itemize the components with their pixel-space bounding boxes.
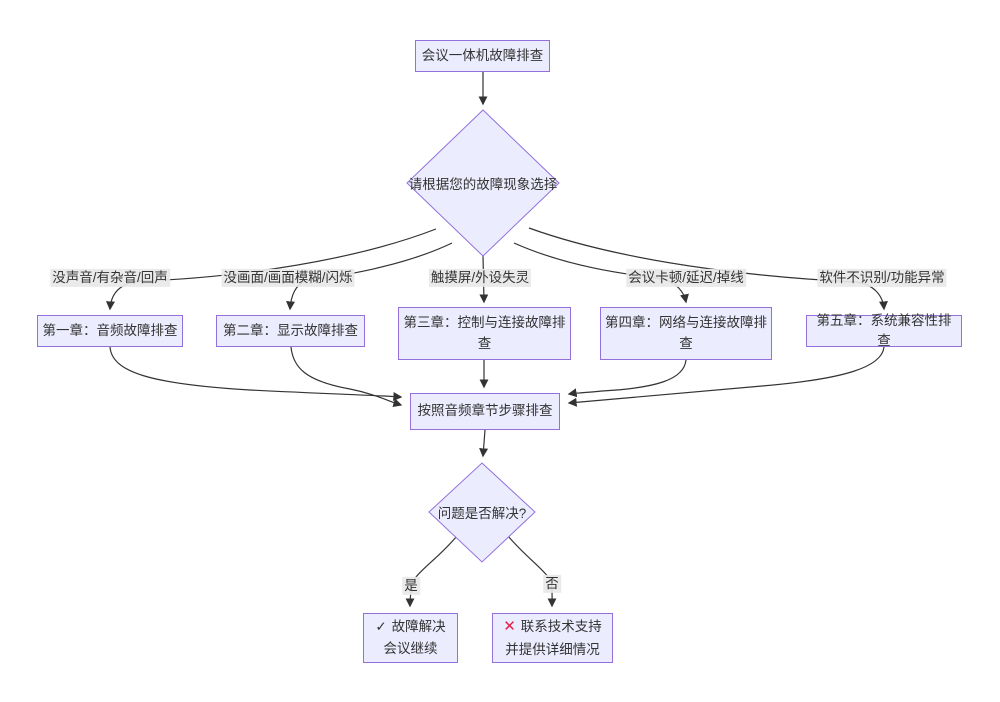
node-chapter4-label: 第四章：网络与连接故障排查 [605,315,767,351]
edge-decision2-to-no [507,535,557,608]
node-converge: 按照音频章节步骤排查 [410,393,560,430]
node-resolved: ✓ 故障解决 会议继续 [363,613,458,663]
edge-chapter4-to-converge [567,359,687,398]
edge-label-branch5: 软件不识别/功能异常 [817,268,947,288]
node-chapter5-label: 第五章：系统兼容性排查 [816,312,952,348]
edge-decision2-to-yes [405,535,458,608]
node-decision2-label: 问题是否解决? [437,506,527,521]
node-start: 会议一体机故障排查 [415,40,550,72]
edge-label-branch3: 触摸屏/外设失灵 [428,268,532,288]
decision2-diamond [428,462,536,563]
node-contact-text2: 并提供详细情况 [505,642,600,658]
node-chapter3: 第三章：控制与连接故障排查 [398,307,571,360]
edge-label-branch4: 会议卡顿/延迟/掉线 [626,268,746,288]
node-chapter1: 第一章：音频故障排查 [37,315,183,347]
check-icon: ✓ [375,619,387,635]
edge-label-branch2: 没画面/画面模糊/闪烁 [221,268,355,288]
edge-label-no: 否 [543,574,561,594]
node-contact-support: ✕ 联系技术支持 并提供详细情况 [492,613,613,663]
node-resolved-text1: 故障解决 [391,619,446,635]
edge-decision1-to-chapter1 [105,228,437,311]
node-chapter4: 第四章：网络与连接故障排查 [600,307,772,360]
node-decision1-label: 请根据您的故障现象选择 [408,177,558,192]
node-chapter1-label: 第一章：音频故障排查 [42,322,178,338]
node-chapter5: 第五章：系统兼容性排查 [806,313,962,348]
edge-label-yes: 是 [402,576,420,596]
cross-icon: ✕ [503,618,516,636]
node-contact-line1: ✕ 联系技术支持 [503,615,602,639]
node-chapter2-label: 第二章：显示故障排查 [223,322,358,338]
node-resolved-text2: 会议继续 [383,641,438,656]
node-converge-label: 按照音频章节步骤排查 [417,403,553,419]
edge-decision1-to-chapter5 [528,227,888,311]
edge-chapter1-to-converge [109,346,403,401]
edge-chapter2-to-converge [290,346,403,408]
node-start-label: 会议一体机故障排查 [421,47,544,63]
node-resolved-line1: ✓ 故障解决 [375,616,445,638]
node-chapter2: 第二章：显示故障排查 [216,315,365,347]
edge-converge-to-decision2 [479,429,489,458]
decision1-diamond [406,109,560,257]
edge-chapter5-to-converge [567,346,885,407]
node-contact-text1: 联系技术支持 [520,619,602,635]
node-chapter3-label: 第三章：控制与连接故障排查 [403,315,566,351]
edge-label-branch1: 没声音/有杂音/回声 [50,268,170,288]
